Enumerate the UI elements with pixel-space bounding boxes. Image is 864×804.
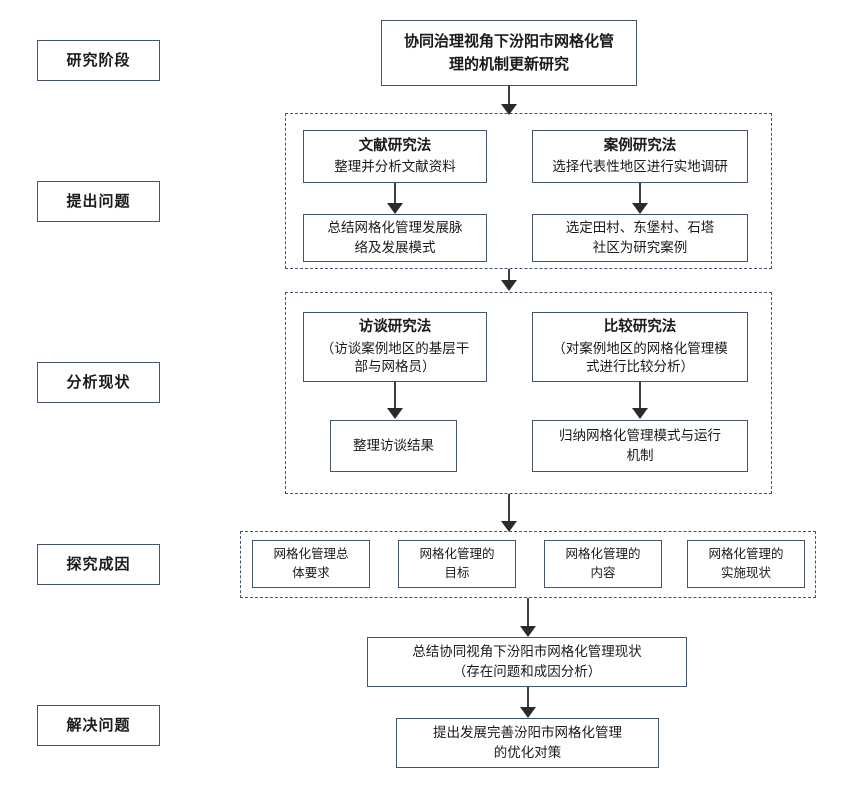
box-interview-method: 访谈研究法 （访谈案例地区的基层干 部与网格员） xyxy=(303,312,487,382)
dashed-group-explore-cause xyxy=(240,531,816,598)
connector-group1-to-group2 xyxy=(508,269,510,281)
connector-title-to-group1 xyxy=(508,86,510,106)
case-method-heading: 案例研究法 xyxy=(603,137,677,154)
connector-interview xyxy=(394,382,396,410)
box-case-result: 选定田村、东堡村、石塔 社区为研究案例 xyxy=(532,214,748,262)
cause-item-2-line-2: 目标 xyxy=(444,565,470,580)
cause-item-2-line-1: 网格化管理的 xyxy=(419,546,495,562)
box-cause-item-1: 网格化管理总 体要求 xyxy=(252,540,370,588)
stage-label-text: 解决问题 xyxy=(66,716,131,735)
stage-label-explore-cause: 探究成因 xyxy=(37,544,160,585)
comparison-result-line-2: 机制 xyxy=(626,448,654,464)
solution-line-2: 的优化对策 xyxy=(493,745,562,761)
comparison-method-line-2: 式进行比较分析） xyxy=(586,358,694,375)
cause-item-1-line-2: 体要求 xyxy=(292,565,330,580)
arrowhead-interview xyxy=(387,408,403,419)
box-comparison-method: 比较研究法 （对案例地区的网格化管理模 式进行比较分析） xyxy=(532,312,748,382)
literature-method-heading: 文献研究法 xyxy=(358,137,432,154)
comparison-method-heading: 比较研究法 xyxy=(603,319,677,335)
arrowhead-group1-to-group2 xyxy=(501,280,517,291)
cause-item-4-line-2: 实施现状 xyxy=(720,565,771,580)
arrowhead-group2-to-group3 xyxy=(501,521,517,532)
literature-result-line-2: 络及发展模式 xyxy=(354,240,436,256)
arrowhead-comparison xyxy=(632,408,648,419)
dashed-group-analyze-status xyxy=(285,292,772,494)
stage-label-text: 提出问题 xyxy=(66,192,131,211)
stage-label-text: 研究阶段 xyxy=(66,51,131,70)
comparison-method-line-1: （对案例地区的网格化管理模 xyxy=(552,340,728,357)
dashed-group-raise-question xyxy=(285,113,772,269)
stage-label-research-phase: 研究阶段 xyxy=(37,40,160,81)
connector-group3-to-summary xyxy=(527,598,529,628)
stage-label-raise-question: 提出问题 xyxy=(37,181,160,222)
box-summary-status: 总结协同视角下汾阳市网格化管理现状 （存在问题和成因分析） xyxy=(367,637,687,687)
diagram-title-box: 协同治理视角下汾阳市网格化管 理的机制更新研究 xyxy=(381,20,637,86)
literature-result-line-1: 总结网格化管理发展脉 xyxy=(327,219,463,236)
title-line-1: 协同治理视角下汾阳市网格化管 xyxy=(403,31,614,50)
box-literature-result: 总结网格化管理发展脉 络及发展模式 xyxy=(303,214,487,262)
arrowhead-group3-to-summary xyxy=(520,626,536,637)
box-literature-method: 文献研究法 整理并分析文献资料 xyxy=(303,130,487,183)
connector-case xyxy=(639,183,641,205)
case-result-line-2: 社区为研究案例 xyxy=(592,240,688,256)
connector-group2-to-group3 xyxy=(508,494,510,522)
box-cause-item-2: 网格化管理的 目标 xyxy=(398,540,516,588)
connector-comparison xyxy=(639,382,641,410)
comparison-result-line-1: 归纳网格化管理模式与运行 xyxy=(559,427,721,444)
interview-method-heading: 访谈研究法 xyxy=(358,319,432,335)
arrowhead-title-to-group1 xyxy=(501,104,517,115)
interview-method-line-1: （访谈案例地区的基层干 xyxy=(320,340,470,357)
box-cause-item-3: 网格化管理的 内容 xyxy=(544,540,662,588)
interview-result-line-1: 整理访谈结果 xyxy=(353,437,434,454)
arrowhead-literature xyxy=(387,203,403,214)
summary-line-1: 总结协同视角下汾阳市网格化管理现状 xyxy=(412,643,642,660)
cause-item-4-line-1: 网格化管理的 xyxy=(708,546,784,562)
literature-method-detail: 整理并分析文献资料 xyxy=(334,159,456,176)
box-solution-strategy: 提出发展完善汾阳市网格化管理 的优化对策 xyxy=(396,718,659,768)
summary-line-2: （存在问题和成因分析） xyxy=(452,664,602,680)
stage-label-text: 分析现状 xyxy=(66,373,131,392)
title-line-2: 理的机制更新研究 xyxy=(448,55,569,73)
box-cause-item-4: 网格化管理的 实施现状 xyxy=(687,540,805,588)
box-interview-result: 整理访谈结果 xyxy=(330,420,457,472)
arrowhead-summary-to-solution xyxy=(520,707,536,718)
cause-item-1-line-1: 网格化管理总 xyxy=(273,546,349,562)
connector-literature xyxy=(394,183,396,205)
cause-item-3-line-1: 网格化管理的 xyxy=(565,546,641,562)
box-case-method: 案例研究法 选择代表性地区进行实地调研 xyxy=(532,130,748,183)
stage-label-analyze-status: 分析现状 xyxy=(37,362,160,403)
case-result-line-1: 选定田村、东堡村、石塔 xyxy=(565,219,715,236)
connector-summary-to-solution xyxy=(527,687,529,709)
cause-item-3-line-2: 内容 xyxy=(590,565,616,580)
arrowhead-case xyxy=(632,203,648,214)
box-comparison-result: 归纳网格化管理模式与运行 机制 xyxy=(532,420,748,472)
stage-label-text: 探究成因 xyxy=(66,555,131,574)
case-method-detail: 选择代表性地区进行实地调研 xyxy=(552,159,728,176)
interview-method-line-2: 部与网格员） xyxy=(354,358,436,375)
stage-label-solve-problem: 解决问题 xyxy=(37,705,160,746)
solution-line-1: 提出发展完善汾阳市网格化管理 xyxy=(433,724,622,741)
